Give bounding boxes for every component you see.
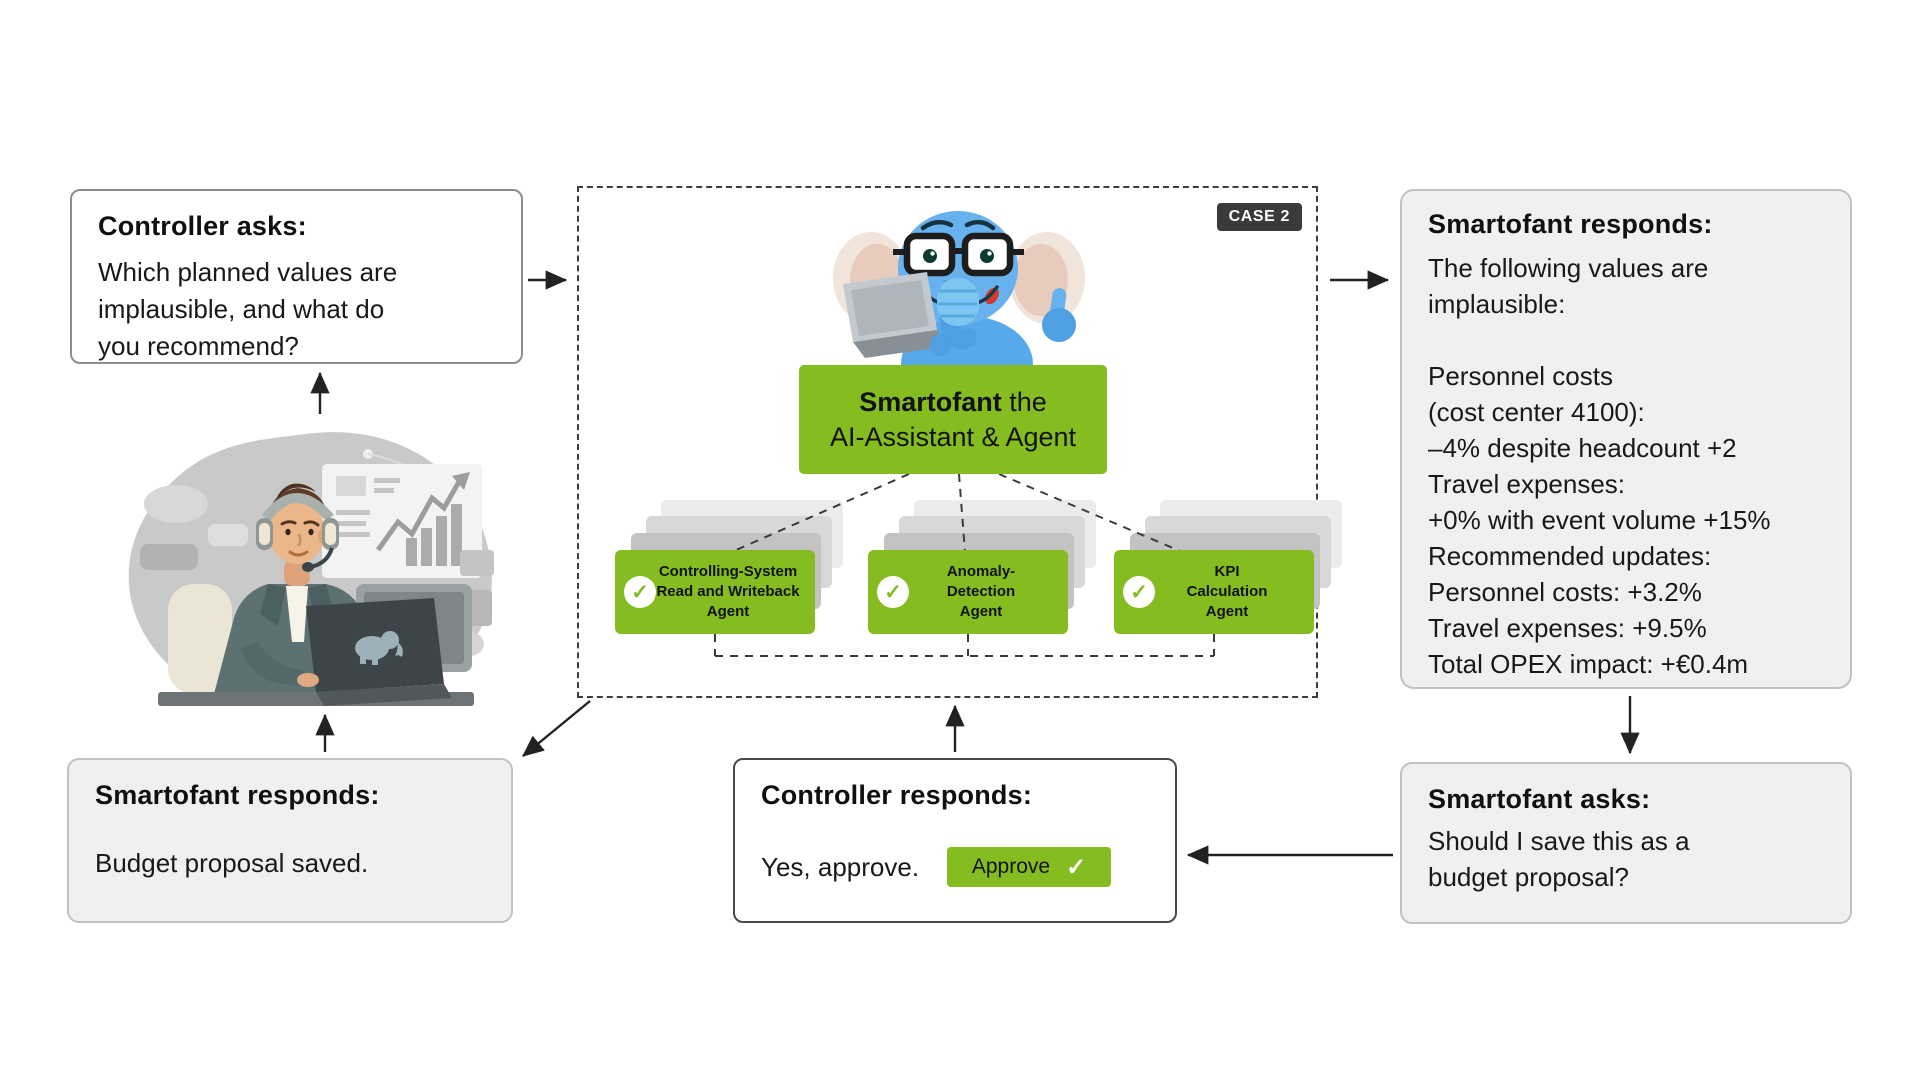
- controller-illustration: [128, 432, 494, 706]
- controller-responds-box: Controller responds: Yes, approve. Appro…: [733, 758, 1177, 923]
- agent-label: Controlling-System Read and Writeback Ag…: [656, 563, 800, 620]
- laptop-with-elephant-logo: [306, 598, 452, 706]
- smartofant-mascot: [833, 211, 1085, 368]
- agent-node-anomaly-detection: ✓ Anomaly- Detection Agent: [868, 500, 1096, 634]
- case-container: CASE 2: [577, 186, 1342, 698]
- box-body: Should I save this as a budget proposal?: [1428, 826, 1690, 892]
- check-icon: ✓: [1123, 576, 1155, 608]
- mascot-thumbs-up: [1042, 288, 1076, 342]
- box-title: Smartofant asks:: [1428, 784, 1651, 814]
- assistant-name: Smartofant the: [859, 386, 1047, 417]
- agent-card: ✓ Anomaly- Detection Agent: [868, 550, 1068, 634]
- arrow-case-to-saved: [522, 700, 591, 757]
- check-icon: ✓: [1066, 853, 1087, 881]
- box-body: The following values are implausible: Pe…: [1428, 253, 1771, 679]
- box-title: Smartofant responds:: [95, 780, 380, 810]
- box-title: Controller asks:: [98, 211, 307, 241]
- assistant-main-node: Smartofant the AI-Assistant & Agent: [799, 365, 1107, 474]
- approve-button-label: Approve: [971, 855, 1051, 878]
- agent-label: KPI Calculation Agent: [1186, 563, 1268, 620]
- agent-card: ✓ KPI Calculation Agent: [1114, 550, 1314, 634]
- agent-label: Anomaly- Detection Agent: [946, 563, 1016, 620]
- check-icon: ✓: [624, 576, 656, 608]
- agent-card: ✓ Controlling-System Read and Writeback …: [615, 550, 815, 634]
- box-body: Budget proposal saved.: [95, 848, 369, 878]
- approve-button[interactable]: Approve ✓: [947, 847, 1112, 887]
- box-title: Smartofant responds:: [1428, 209, 1713, 239]
- smartofant-responds-box: Smartofant responds: The following value…: [1400, 189, 1852, 689]
- smartofant-saved-box: Smartofant responds: Budget proposal sav…: [67, 758, 513, 923]
- assistant-subtitle: AI-Assistant & Agent: [829, 421, 1077, 452]
- whiteboard-chart-illustration: [322, 464, 482, 578]
- mascot-glasses: [893, 232, 1024, 277]
- case-badge: CASE 2: [1216, 203, 1302, 231]
- box-body: Yes, approve.: [761, 852, 920, 882]
- box-body: Which planned values are implausible, an…: [98, 257, 398, 361]
- check-icon: ✓: [877, 576, 909, 608]
- agent-node-controlling-system: ✓ Controlling-System Read and Writeback …: [615, 500, 843, 634]
- controller-asks-box: Controller asks: Which planned values ar…: [70, 189, 523, 364]
- smartofant-asks-box: Smartofant asks: Should I save this as a…: [1400, 762, 1852, 924]
- mascot-laptop: [843, 272, 949, 358]
- agent-node-kpi-calculation: ✓ KPI Calculation Agent: [1114, 500, 1342, 634]
- box-title: Controller responds:: [761, 780, 1033, 810]
